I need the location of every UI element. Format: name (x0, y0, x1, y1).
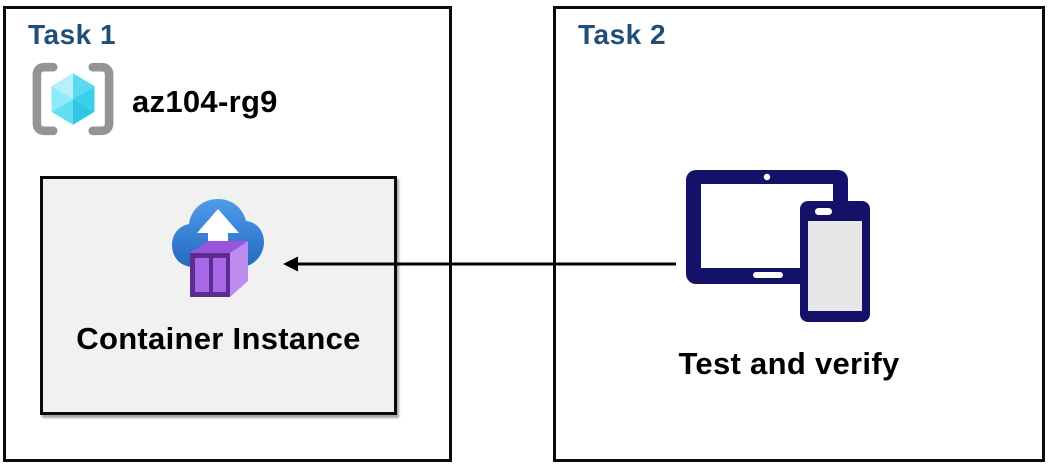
resource-group-icon (30, 61, 116, 142)
test-and-verify-label: Test and verify (678, 346, 900, 381)
container-instance-box: Container Instance (40, 176, 397, 415)
container-instances-icon (170, 191, 266, 308)
task2-box: Task 2 Test and verify (553, 6, 1045, 462)
container-instance-label: Container Instance (76, 321, 361, 356)
resource-group-row: az104-rg9 (30, 61, 278, 142)
devices-icon (676, 164, 876, 329)
task2-title: Task 2 (578, 19, 667, 50)
resource-group-name: az104-rg9 (132, 83, 278, 119)
task1-box: Task 1 az104-rg9 (3, 6, 452, 462)
task1-title: Task 1 (28, 19, 117, 50)
